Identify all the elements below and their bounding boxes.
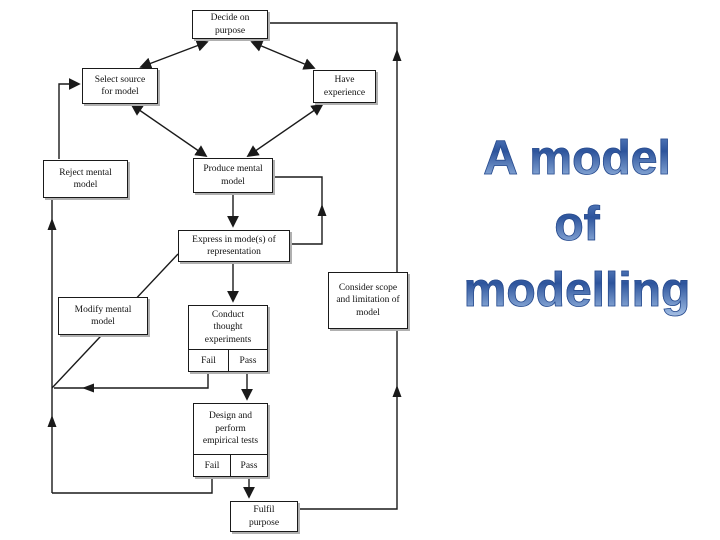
edge-have-produce — [246, 103, 324, 158]
arrowhead-up-express-loop — [317, 204, 327, 216]
fail-cell: Fail — [189, 350, 229, 371]
pass-cell: Pass — [240, 460, 258, 471]
node-conduct-thought-experiments: Conduct thought experiments Fail Pass — [188, 305, 268, 372]
node-label: Produce mental model — [203, 164, 263, 187]
pass-cell: Pass — [239, 355, 257, 366]
node-design-empirical-tests: Design and perform empirical tests Fail … — [193, 403, 268, 477]
edge-reject-select — [58, 78, 81, 159]
edge-select-produce — [130, 103, 208, 158]
node-fulfil-purpose: Fulfil purpose — [230, 501, 298, 532]
node-have-experience: Have experience — [313, 70, 376, 103]
node-label: Fulfil purpose — [248, 505, 280, 528]
node-label: Reject mental model — [59, 167, 112, 190]
title-line-1: A model — [438, 126, 716, 192]
arrowhead-up-into-reject — [47, 218, 57, 230]
edge-conduct-fail — [54, 372, 209, 389]
fail-pass-row: Fail Pass — [189, 349, 267, 371]
node-label: Consider scope and limitation of model — [336, 282, 400, 318]
arrowhead-up-top-right — [392, 49, 402, 61]
fail-cell: Fail — [194, 455, 231, 476]
node-label: Decide on purpose — [210, 13, 250, 36]
node-consider-scope: Consider scope and limitation of model — [328, 272, 408, 329]
node-label: Design and perform empirical tests — [202, 411, 259, 447]
arrowhead-up-left-vertical — [47, 415, 57, 427]
edge-decide-have — [250, 40, 316, 70]
node-express-representation: Express in mode(s) of representation — [178, 230, 290, 262]
node-reject-mental-model: Reject mental model — [43, 160, 128, 198]
edge-fulfil-consider — [298, 331, 398, 510]
title-line-3: modelling — [438, 258, 716, 324]
slide-title: A model of modelling — [438, 126, 716, 324]
arrowhead-left-conduct-fail — [82, 383, 94, 393]
node-decide-on-purpose: Decide on purpose — [192, 10, 268, 39]
edge-consider-decide — [269, 22, 398, 272]
node-label: Select source for model — [94, 74, 146, 97]
fail-pass-row: Fail Pass — [194, 454, 267, 476]
edge-decide-select — [139, 40, 209, 69]
arrowhead-up-below-consider — [392, 385, 402, 397]
node-modify-mental-model: Modify mental model — [58, 297, 148, 335]
node-label: Have experience — [323, 75, 366, 98]
node-select-source: Select source for model — [82, 68, 158, 104]
node-produce-mental-model: Produce mental model — [193, 158, 273, 193]
title-line-2: of — [438, 192, 716, 258]
edge-design-fail — [52, 477, 213, 494]
node-label: Express in mode(s) of representation — [192, 234, 276, 257]
mid-line-arrowheads — [47, 49, 402, 427]
node-label: Modify mental model — [74, 304, 132, 327]
node-label: Conduct thought experiments — [204, 309, 252, 345]
